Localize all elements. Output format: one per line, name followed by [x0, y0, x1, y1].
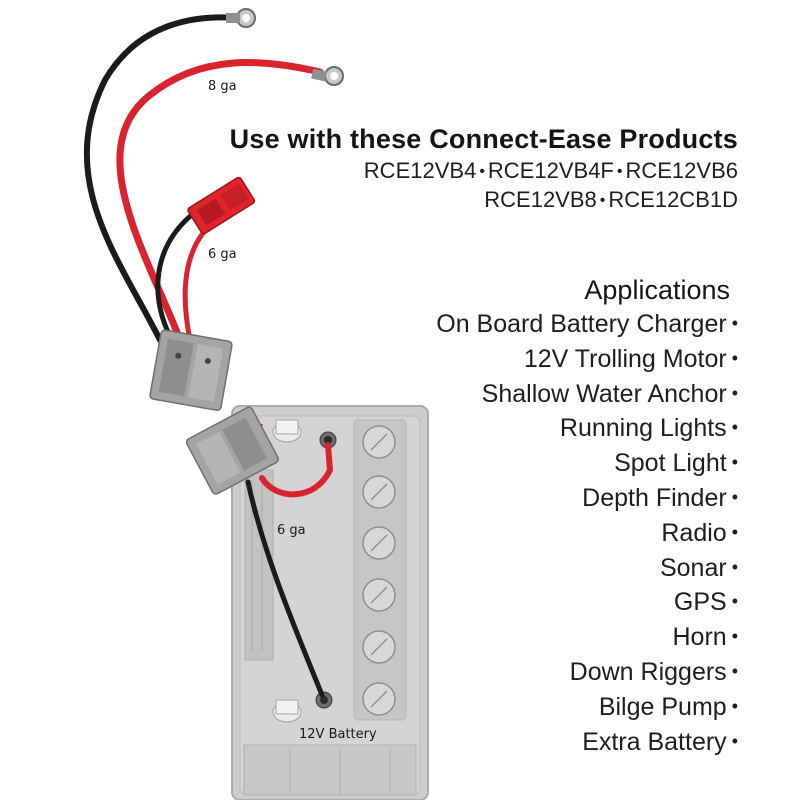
wire-gauge-label-6ga-battery: 6 ga: [277, 523, 306, 538]
bullet-icon: •: [731, 417, 738, 438]
products-heading: Use with these Connect-Ease Products: [229, 124, 738, 154]
application-item: On Board Battery Charger•: [436, 307, 738, 342]
application-item: Spot Light•: [436, 446, 738, 481]
applications-list: On Board Battery Charger•12V Trolling Mo…: [436, 307, 738, 759]
application-item: Sonar•: [436, 551, 738, 586]
product-line-2: RCE12VB8•RCE12CB1D: [484, 187, 738, 213]
application-item: Running Lights•: [436, 411, 738, 446]
application-label: Bilge Pump: [598, 692, 727, 721]
application-label: Spot Light: [614, 449, 727, 478]
bullet-icon: •: [731, 556, 738, 577]
gray-connector-upper: [149, 329, 233, 412]
product-separator: •: [599, 192, 606, 209]
red-connector: [187, 176, 256, 235]
bullet-icon: •: [731, 347, 738, 368]
product-code: RCE12VB8: [484, 187, 597, 212]
application-label: Extra Battery: [582, 727, 727, 756]
application-label: Radio: [661, 518, 727, 547]
application-item: Shallow Water Anchor•: [436, 377, 738, 412]
bullet-icon: •: [731, 313, 738, 333]
bullet-icon: •: [731, 660, 738, 681]
wire-gauge-label-8ga: 8 ga: [208, 79, 237, 94]
battery-leads: [245, 442, 334, 698]
application-item: GPS•: [436, 585, 738, 620]
product-code: RCE12VB4F: [487, 158, 614, 183]
bullet-icon: •: [731, 695, 738, 716]
bullet-icon: •: [731, 452, 738, 473]
application-item: Bilge Pump•: [436, 690, 738, 725]
applications-heading: Applications: [584, 275, 730, 305]
application-item: Extra Battery•: [436, 725, 738, 760]
application-label: Running Lights: [559, 414, 727, 443]
bullet-icon: •: [731, 382, 738, 403]
application-item: 12V Trolling Motor•: [436, 342, 738, 377]
product-code: RCE12VB4: [363, 158, 477, 183]
bullet-icon: •: [731, 486, 738, 507]
bullet-icon: •: [731, 730, 738, 751]
battery: + 12V Battery: [231, 405, 429, 800]
application-label: GPS: [673, 588, 727, 617]
application-label: Shallow Water Anchor: [481, 379, 727, 408]
product-code: RCE12VB6: [625, 158, 738, 183]
battery-label: 12V Battery: [299, 727, 377, 742]
application-label: On Board Battery Charger: [436, 310, 727, 338]
product-separator: •: [479, 163, 485, 180]
application-label: Horn: [672, 623, 727, 652]
application-item: Radio•: [436, 516, 738, 551]
application-item: Depth Finder•: [436, 481, 738, 516]
ring-terminals: [226, 8, 344, 86]
gray-connector-lower: [185, 406, 279, 495]
application-label: Down Riggers: [569, 657, 727, 686]
harness-wires: [83, 14, 324, 344]
product-separator: •: [616, 163, 623, 180]
bullet-icon: •: [731, 521, 738, 542]
bullet-icon: •: [731, 626, 738, 647]
vent-caps: [362, 425, 396, 716]
product-line-1: RCE12VB4•RCE12VB4F•RCE12VB6: [364, 158, 738, 184]
application-item: Horn•: [436, 620, 739, 655]
application-label: 12V Trolling Motor: [523, 344, 727, 373]
product-code: RCE12CB1D: [608, 187, 738, 212]
application-label: Depth Finder: [582, 483, 727, 512]
bullet-icon: •: [731, 591, 738, 612]
application-label: Sonar: [659, 553, 727, 582]
wire-gauge-label-6ga: 6 ga: [208, 247, 237, 262]
application-item: Down Riggers•: [436, 655, 738, 690]
